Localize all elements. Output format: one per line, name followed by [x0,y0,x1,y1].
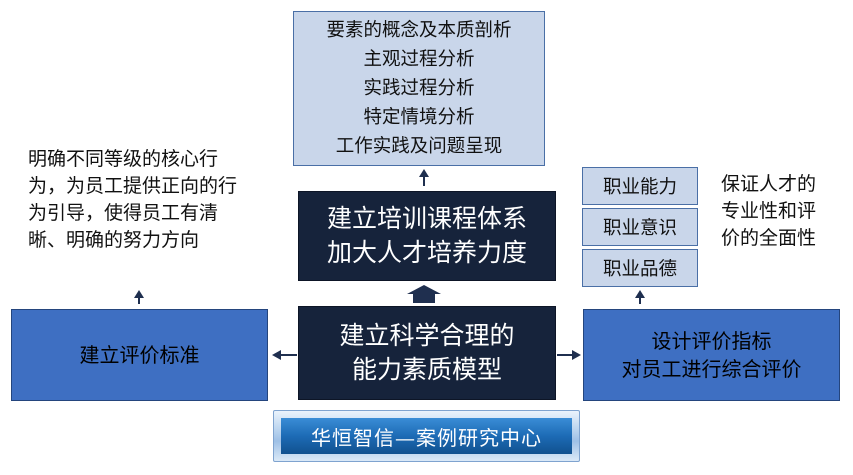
left-note: 明确不同等级的核心行为，为员工提供正向的行为引导，使得员工有清晰、明确的努力方向 [28,148,238,251]
arrow-head-model-to-standard [272,350,281,360]
competency-item: 职业意识 [582,208,698,246]
analysis-line: 实践过程分析 [363,78,475,99]
analysis-box: 要素的概念及本质剖析 主观过程分析 实践过程分析 特定情境分析 工作实践及问题呈… [293,11,545,166]
competency-list: 职业能力 职业意识 职业品德 [582,167,698,287]
arrow-head-design-to-competencies [635,290,645,298]
model-line: 建立科学合理的 [339,321,515,350]
analysis-line: 主观过程分析 [363,49,475,70]
analysis-line: 要素的概念及本质剖析 [326,20,512,41]
design-line: 设计评价指标 [651,329,772,353]
banner-label: 华恒智信—案例研究中心 [281,418,572,454]
standard-label: 建立评价标准 [79,343,200,367]
training-line: 加大人才培养力度 [326,238,527,267]
right-note: 保证人才的专业性和评价的全面性 [721,173,817,249]
source-banner: 华恒智信—案例研究中心 [273,410,580,462]
arrow-head-model-to-design [572,350,581,360]
competency-item: 职业品德 [582,249,698,287]
analysis-line: 特定情境分析 [363,107,475,128]
arrow-head-train-to-top [419,169,429,177]
design-line: 对员工进行综合评价 [621,357,802,381]
analysis-line: 工作实践及问题呈现 [335,136,503,157]
training-system-box: 建立培训课程体系 加大人才培养力度 [298,191,556,281]
arrow-model-to-train [407,285,441,303]
evaluation-indicator-box: 设计评价指标 对员工进行综合评价 [583,309,840,401]
model-line: 能力素质模型 [351,355,502,384]
competency-model-box: 建立科学合理的 能力素质模型 [298,306,556,400]
competency-item: 职业能力 [582,167,698,205]
arrow-head-standard-to-note [134,290,144,298]
training-line: 建立培训课程体系 [326,204,527,233]
evaluation-standard-box: 建立评价标准 [11,309,268,401]
